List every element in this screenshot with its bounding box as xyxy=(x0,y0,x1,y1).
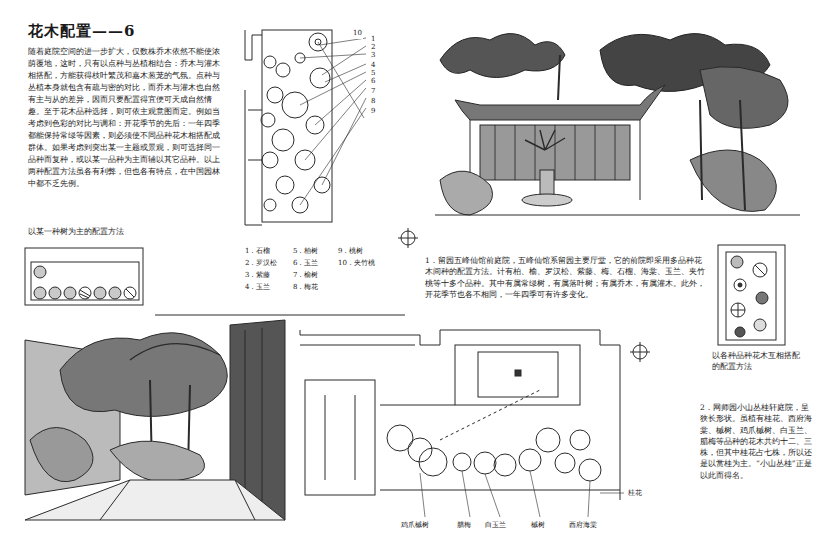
page-title: 花木配置——6 xyxy=(28,20,135,43)
plant-list-item: 6．玉兰 xyxy=(293,258,318,269)
plant-label: 鸡爪槭树 xyxy=(400,520,430,531)
callout-number: 7 xyxy=(370,86,376,97)
plant-label: 西府海棠 xyxy=(568,520,598,531)
courtyard-sketch xyxy=(435,34,800,215)
plant-list-item: 1．石榴 xyxy=(245,246,270,257)
callout-number: 3 xyxy=(370,50,376,61)
plant-list-item: 4．玉兰 xyxy=(245,282,270,293)
bottom-plan xyxy=(300,330,624,517)
diagram-caption: 以各种品种花木互相搭配的配置方法 xyxy=(712,350,807,373)
plant-label: 白玉兰 xyxy=(484,520,507,531)
callout-number: 9 xyxy=(370,106,376,117)
diagram-caption: 以某一种树为主的配置方法 xyxy=(28,226,124,237)
plant-list-item: 10．夹竹桃 xyxy=(338,258,375,269)
note-text: 2．网师园小山丛桂轩庭院，呈狭长形状。虽植有桂花、西府海棠、槭树、鸡爪槭树、白玉… xyxy=(700,402,815,481)
plant-list-item: 2．罗汉松 xyxy=(245,258,277,269)
note-text: 1．留园五峰仙馆前庭院，五峰仙馆系留园主要厅堂，它的前院即采用多品种花木间种的配… xyxy=(425,255,705,300)
mixed-species-diagram xyxy=(718,245,785,345)
body-text: 随着庭院空间的进一步扩大，仅数株乔木依然不能使浓荫覆地，这时，只有以点种与丛植相… xyxy=(28,46,220,190)
plant-list-item: 7．榆树 xyxy=(293,270,318,281)
plant-list-item: 5．柏树 xyxy=(293,246,318,257)
separator xyxy=(155,315,405,316)
plant-label: 槭树 xyxy=(530,520,546,531)
plant-list-item: 3．紫藤 xyxy=(245,270,270,281)
callout-number: 10 xyxy=(352,28,363,39)
garden-sketch xyxy=(25,320,285,520)
plant-label: 桂花 xyxy=(627,488,643,499)
callout-number: 8 xyxy=(370,96,376,107)
callout-number: 6 xyxy=(370,76,376,87)
single-species-diagram xyxy=(25,248,143,305)
top-plan xyxy=(245,30,366,225)
plant-label: 腊梅 xyxy=(456,520,472,531)
plant-list-item: 9．桃树 xyxy=(338,246,363,257)
plant-list-item: 8．梅花 xyxy=(293,282,318,293)
